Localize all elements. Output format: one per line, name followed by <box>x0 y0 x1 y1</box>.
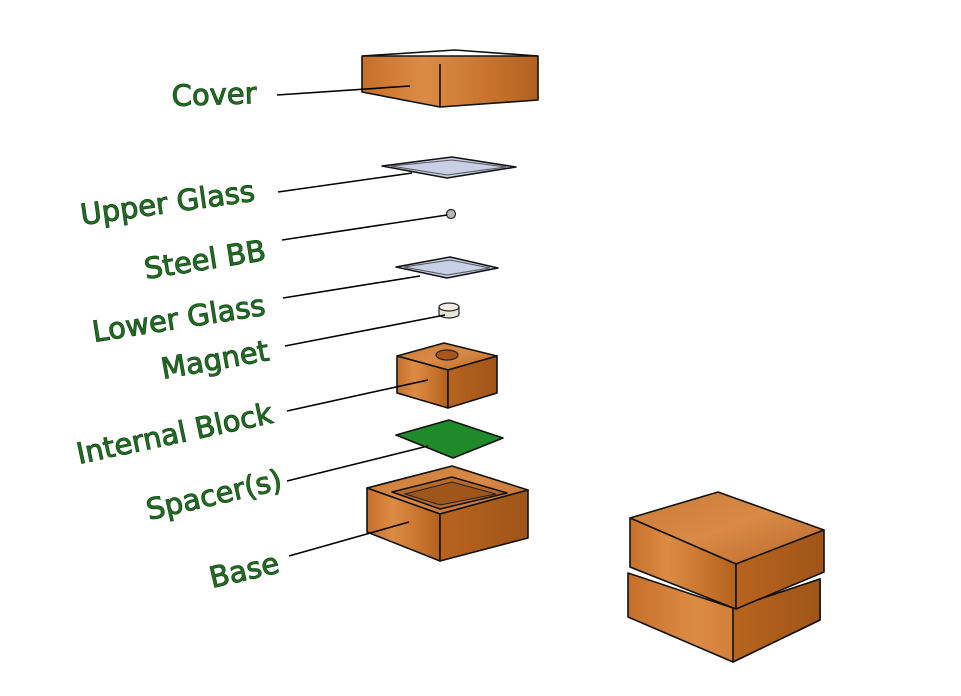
steel-bb-leader <box>281 214 448 241</box>
spacer-leader <box>286 445 429 482</box>
steel-bb-part <box>445 208 457 220</box>
lower-glass-leader <box>282 275 421 299</box>
label-cover: Cover <box>171 76 257 113</box>
internal-block-part <box>396 342 498 409</box>
label-base: Base <box>206 546 282 595</box>
spacer-part <box>395 419 504 459</box>
label-magnet: Magnet <box>158 334 271 386</box>
base-leader <box>288 521 410 557</box>
magnet-leader <box>284 314 446 347</box>
internal-block-leader <box>286 379 429 412</box>
lower-glass-part <box>395 256 499 279</box>
base-part <box>366 465 529 562</box>
label-upper-glass: Upper Glass <box>78 174 257 232</box>
leader-lines <box>276 85 448 557</box>
label-internal-block: Internal Block <box>73 396 275 471</box>
upper-glass-leader <box>277 172 413 193</box>
assembled-box <box>627 491 825 663</box>
cover-part <box>361 49 539 108</box>
upper-glass-part <box>381 156 517 179</box>
label-steel-bb: Steel BB <box>142 233 268 286</box>
part-labels: Cover Upper Glass Steel BB Lower Glass M… <box>73 76 286 596</box>
cover-leader <box>276 85 411 96</box>
label-spacers: Spacer(s) <box>143 463 285 527</box>
